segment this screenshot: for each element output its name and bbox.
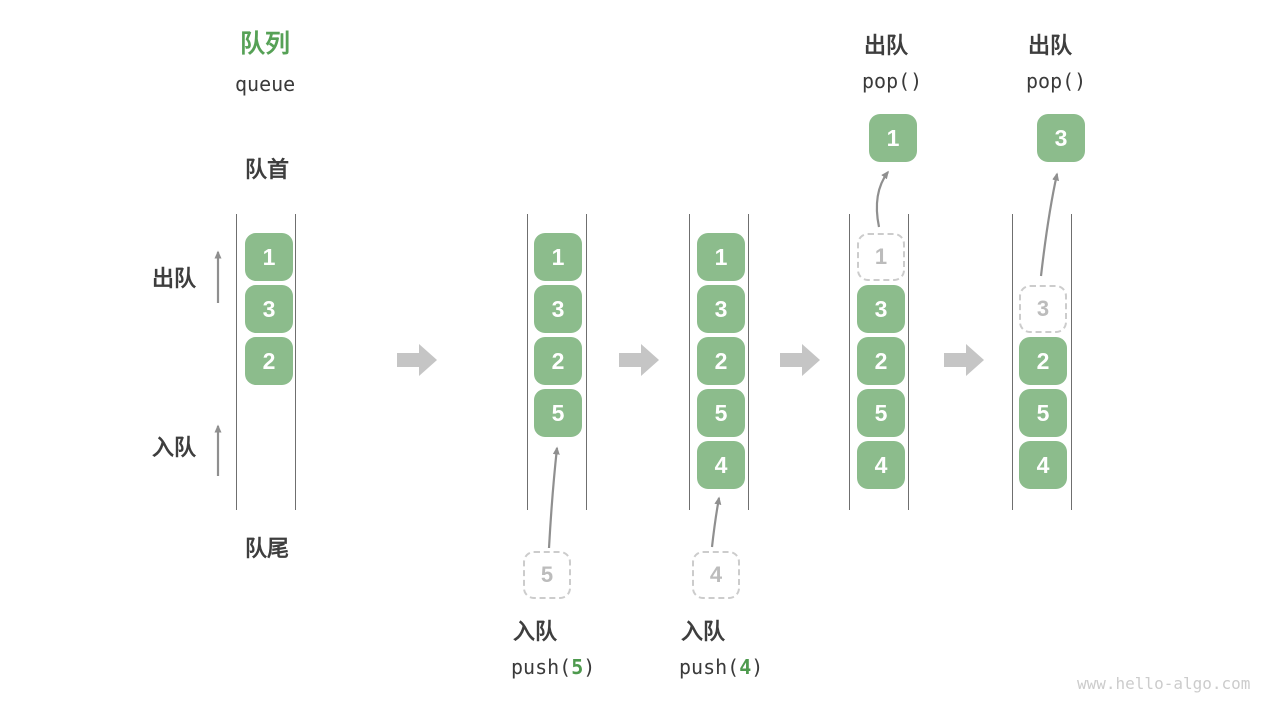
queue-column-4	[849, 214, 909, 510]
pop-arrow-icon	[1039, 172, 1060, 277]
label-pop2-code: pop()	[1026, 69, 1087, 93]
queue-column-3	[689, 214, 749, 510]
queue-element: 2	[534, 337, 582, 385]
push-arrow-icon	[710, 496, 722, 548]
push5-fn: push(	[511, 655, 572, 679]
queue-element: 2	[1019, 337, 1067, 385]
transition-arrow-icon	[619, 344, 659, 376]
queue-element: 3	[245, 285, 293, 333]
push4-fn: push(	[679, 655, 740, 679]
label-pop2-zh: 出队	[1028, 33, 1073, 58]
queue-element: 3	[534, 285, 582, 333]
watermark: www.hello-algo.com	[1077, 674, 1251, 693]
queue-element: 3	[857, 285, 905, 333]
label-push4-code: push(4)	[679, 657, 763, 677]
label-queue-front: 队首	[245, 157, 290, 182]
queue-element-ghost: 3	[1019, 285, 1067, 333]
transition-arrow-icon	[944, 344, 984, 376]
queue-column-5	[1012, 214, 1072, 510]
queue-element: 4	[697, 441, 745, 489]
push-arrow-icon	[547, 446, 560, 549]
queue-element: 1	[697, 233, 745, 281]
figure-subtitle: queue	[235, 72, 296, 96]
queue-element: 2	[245, 337, 293, 385]
queue-element: 1	[534, 233, 582, 281]
label-push5-code: push(5)	[511, 657, 595, 677]
queue-column-2	[527, 214, 587, 510]
queue-element: 2	[697, 337, 745, 385]
queue-column-1	[236, 214, 296, 510]
label-push5-zh: 入队	[513, 619, 558, 644]
label-enqueue: 入队	[152, 435, 197, 460]
label-pop1-code: pop()	[862, 69, 923, 93]
transition-arrow-icon	[780, 344, 820, 376]
queue-element: 4	[1019, 441, 1067, 489]
label-dequeue: 出队	[152, 266, 197, 291]
push5-arg: 5	[571, 655, 584, 679]
pending-element: 5	[523, 551, 571, 599]
label-pop1-zh: 出队	[864, 33, 909, 58]
queue-element: 4	[857, 441, 905, 489]
label-queue-rear: 队尾	[245, 536, 290, 561]
push4-close: )	[751, 655, 764, 679]
queue-element: 5	[534, 389, 582, 437]
label-push4-zh: 入队	[681, 619, 726, 644]
queue-element: 2	[857, 337, 905, 385]
push4-arg: 4	[739, 655, 752, 679]
transition-arrow-icon	[397, 344, 437, 376]
popped-element: 1	[869, 114, 917, 162]
pop-arrow-icon	[875, 170, 889, 228]
figure-title: 队列	[240, 30, 291, 58]
popped-element: 3	[1037, 114, 1085, 162]
pending-element: 4	[692, 551, 740, 599]
queue-element: 5	[1019, 389, 1067, 437]
push5-close: )	[583, 655, 596, 679]
queue-element: 5	[857, 389, 905, 437]
queue-element: 5	[697, 389, 745, 437]
queue-element-ghost: 1	[857, 233, 905, 281]
queue-element: 1	[245, 233, 293, 281]
queue-element: 3	[697, 285, 745, 333]
